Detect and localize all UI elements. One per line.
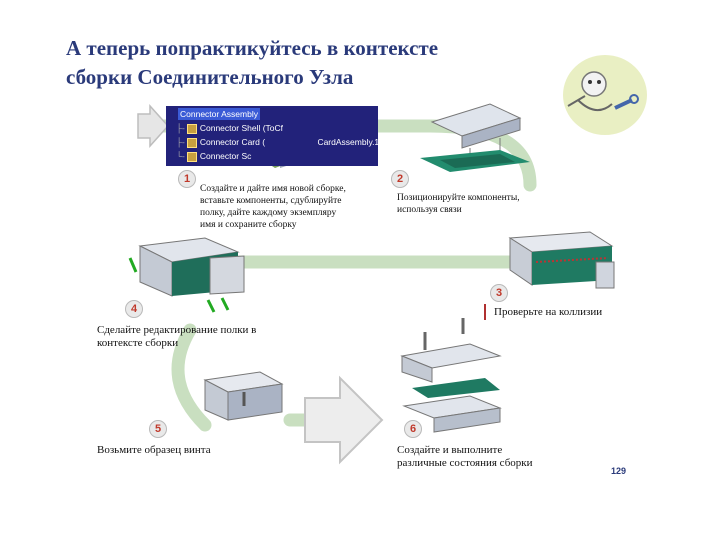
model-housing-2 xyxy=(420,103,530,172)
tree-item-shell[interactable]: ├-Connector Shell (ToCf xyxy=(176,123,284,134)
title-line-2: сборки Соединительного Узла xyxy=(66,65,354,89)
step-6-caption: Создайте и выполните различные состояния… xyxy=(397,444,533,469)
tree-root[interactable]: Connector Assembly xyxy=(178,108,260,120)
step-3-caption: Проверьте на коллизии xyxy=(494,306,603,318)
model-housing-4 xyxy=(128,237,245,313)
step-number-3: 3 xyxy=(490,284,508,302)
model-connector-3 xyxy=(508,231,615,289)
next-arrow-icon xyxy=(304,375,384,465)
tree-item-screw[interactable]: └-Connector Sc xyxy=(176,151,252,162)
worker-clipart-icon xyxy=(563,55,647,135)
step-number-1: 1 xyxy=(178,170,196,188)
model-exploded-6 xyxy=(400,318,502,433)
part-icon xyxy=(186,137,197,148)
step-number-5: 5 xyxy=(149,420,167,438)
start-arrow-icon xyxy=(137,104,170,148)
model-housing-5 xyxy=(203,371,284,421)
assembly-tree[interactable]: Connector Assembly ├-Connector Shell (To… xyxy=(166,106,382,166)
part-icon xyxy=(186,151,197,162)
step-1-caption: Создайте и дайте имя новой сборке, встав… xyxy=(200,184,346,230)
step-5-caption: Возьмите образец винта xyxy=(97,444,211,456)
step-4-caption: Сделайте редактирование полки в контекст… xyxy=(97,324,257,349)
step-2-caption: Позиционируйте компоненты, используя свя… xyxy=(397,193,520,215)
title-line-1: А теперь попрактикуйтесь в контексте xyxy=(66,36,439,60)
tree-item-card[interactable]: ├-Connector Card ( CardAssembly.1) xyxy=(176,137,382,148)
part-icon xyxy=(186,123,197,134)
page-number: 129 xyxy=(611,466,627,476)
step-number-2: 2 xyxy=(391,170,409,188)
step-number-4: 4 xyxy=(125,300,143,318)
step-3-marker xyxy=(484,304,486,320)
step-number-6: 6 xyxy=(404,420,422,438)
page-title: А теперь попрактикуйтесь в контексте сбо… xyxy=(66,34,526,92)
